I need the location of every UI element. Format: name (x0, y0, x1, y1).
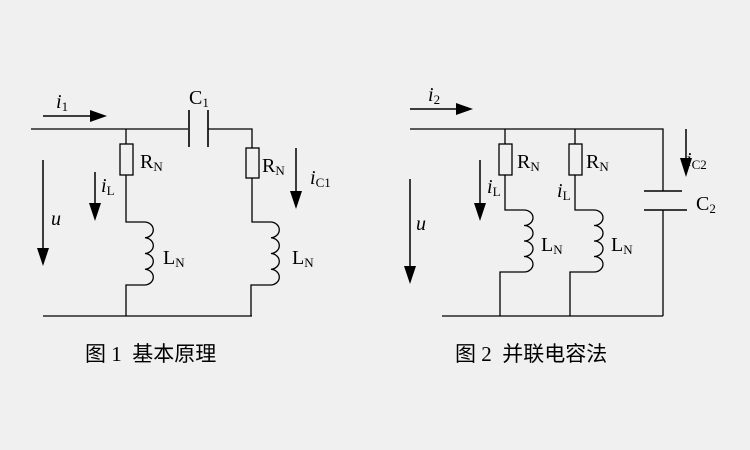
fig1-branch1-current-label: iL (101, 175, 115, 198)
fig2-voltage-label: u (416, 213, 426, 235)
fig1-branch1-inductor-label: LN (163, 247, 185, 270)
fig1-branch2-resistor-label: RN (262, 155, 285, 178)
fig2-branch1-wire (499, 129, 524, 316)
fig1-capacitor-c1-label: C1 (189, 87, 209, 110)
fig1-branch2-resistor (245, 147, 260, 179)
fig2-caption: 图 2 并联电容法 (455, 342, 607, 366)
fig2-branch2-inductor (593, 209, 604, 273)
fig2-branch1-current-arrow-icon (474, 160, 486, 221)
fig2-branch1-inductor-label: LN (541, 234, 563, 257)
fig2-top-wire (410, 128, 664, 191)
fig2-branch2-inductor-label: LN (611, 234, 633, 257)
fig1-branch2-current-arrow-icon (290, 148, 302, 209)
fig1-top-wire (31, 128, 253, 148)
fig1-branch2-inductor (270, 221, 280, 286)
figure-1-basic-principle: i1 C1 RN iL u LN RN iC1 LN 图 1 基本原理 (31, 87, 331, 366)
fig1-voltage-arrow-icon (37, 160, 49, 266)
fig2-branch2-resistor (568, 143, 583, 176)
fig2-branch2-resistor-label: RN (586, 151, 609, 174)
fig1-branch2-current-label: iC1 (310, 167, 331, 190)
fig1-branch1-inductor (144, 221, 154, 286)
figure-2-parallel-capacitor-method: i2 RN iL LN RN iL LN iC2 C2 u 图 2 并联电容法 (404, 84, 716, 366)
fig1-input-current-arrow-icon (43, 110, 107, 122)
fig1-branch2-inductor-label: LN (292, 247, 314, 270)
fig2-capacitor-current-arrow-icon (680, 129, 692, 177)
fig2-input-current-arrow-icon (410, 103, 473, 115)
fig1-caption: 图 1 基本原理 (85, 342, 216, 366)
fig1-voltage-label: u (51, 208, 61, 230)
fig1-branch1-resistor (119, 143, 134, 176)
fig2-capacitor-current-label: iC2 (686, 149, 707, 172)
fig2-branch2-current-label: iL (557, 180, 571, 203)
fig1-branch1-wire (125, 129, 145, 316)
fig1-input-current-label: i1 (56, 91, 68, 114)
fig2-branch1-current-label: iL (487, 176, 501, 199)
fig2-branch1-resistor-label: RN (517, 151, 540, 174)
fig2-branch1-inductor (523, 209, 534, 273)
fig1-branch1-resistor-label: RN (140, 151, 163, 174)
fig2-capacitor-c2-label: C2 (696, 193, 716, 216)
fig2-input-current-label: i2 (428, 84, 440, 107)
fig2-branch1-resistor (498, 143, 513, 176)
fig1-branch2-wire (250, 178, 271, 316)
fig1-branch1-current-arrow-icon (89, 172, 101, 221)
fig2-voltage-arrow-icon (404, 179, 416, 284)
fig2-branch2-wire (569, 129, 594, 316)
